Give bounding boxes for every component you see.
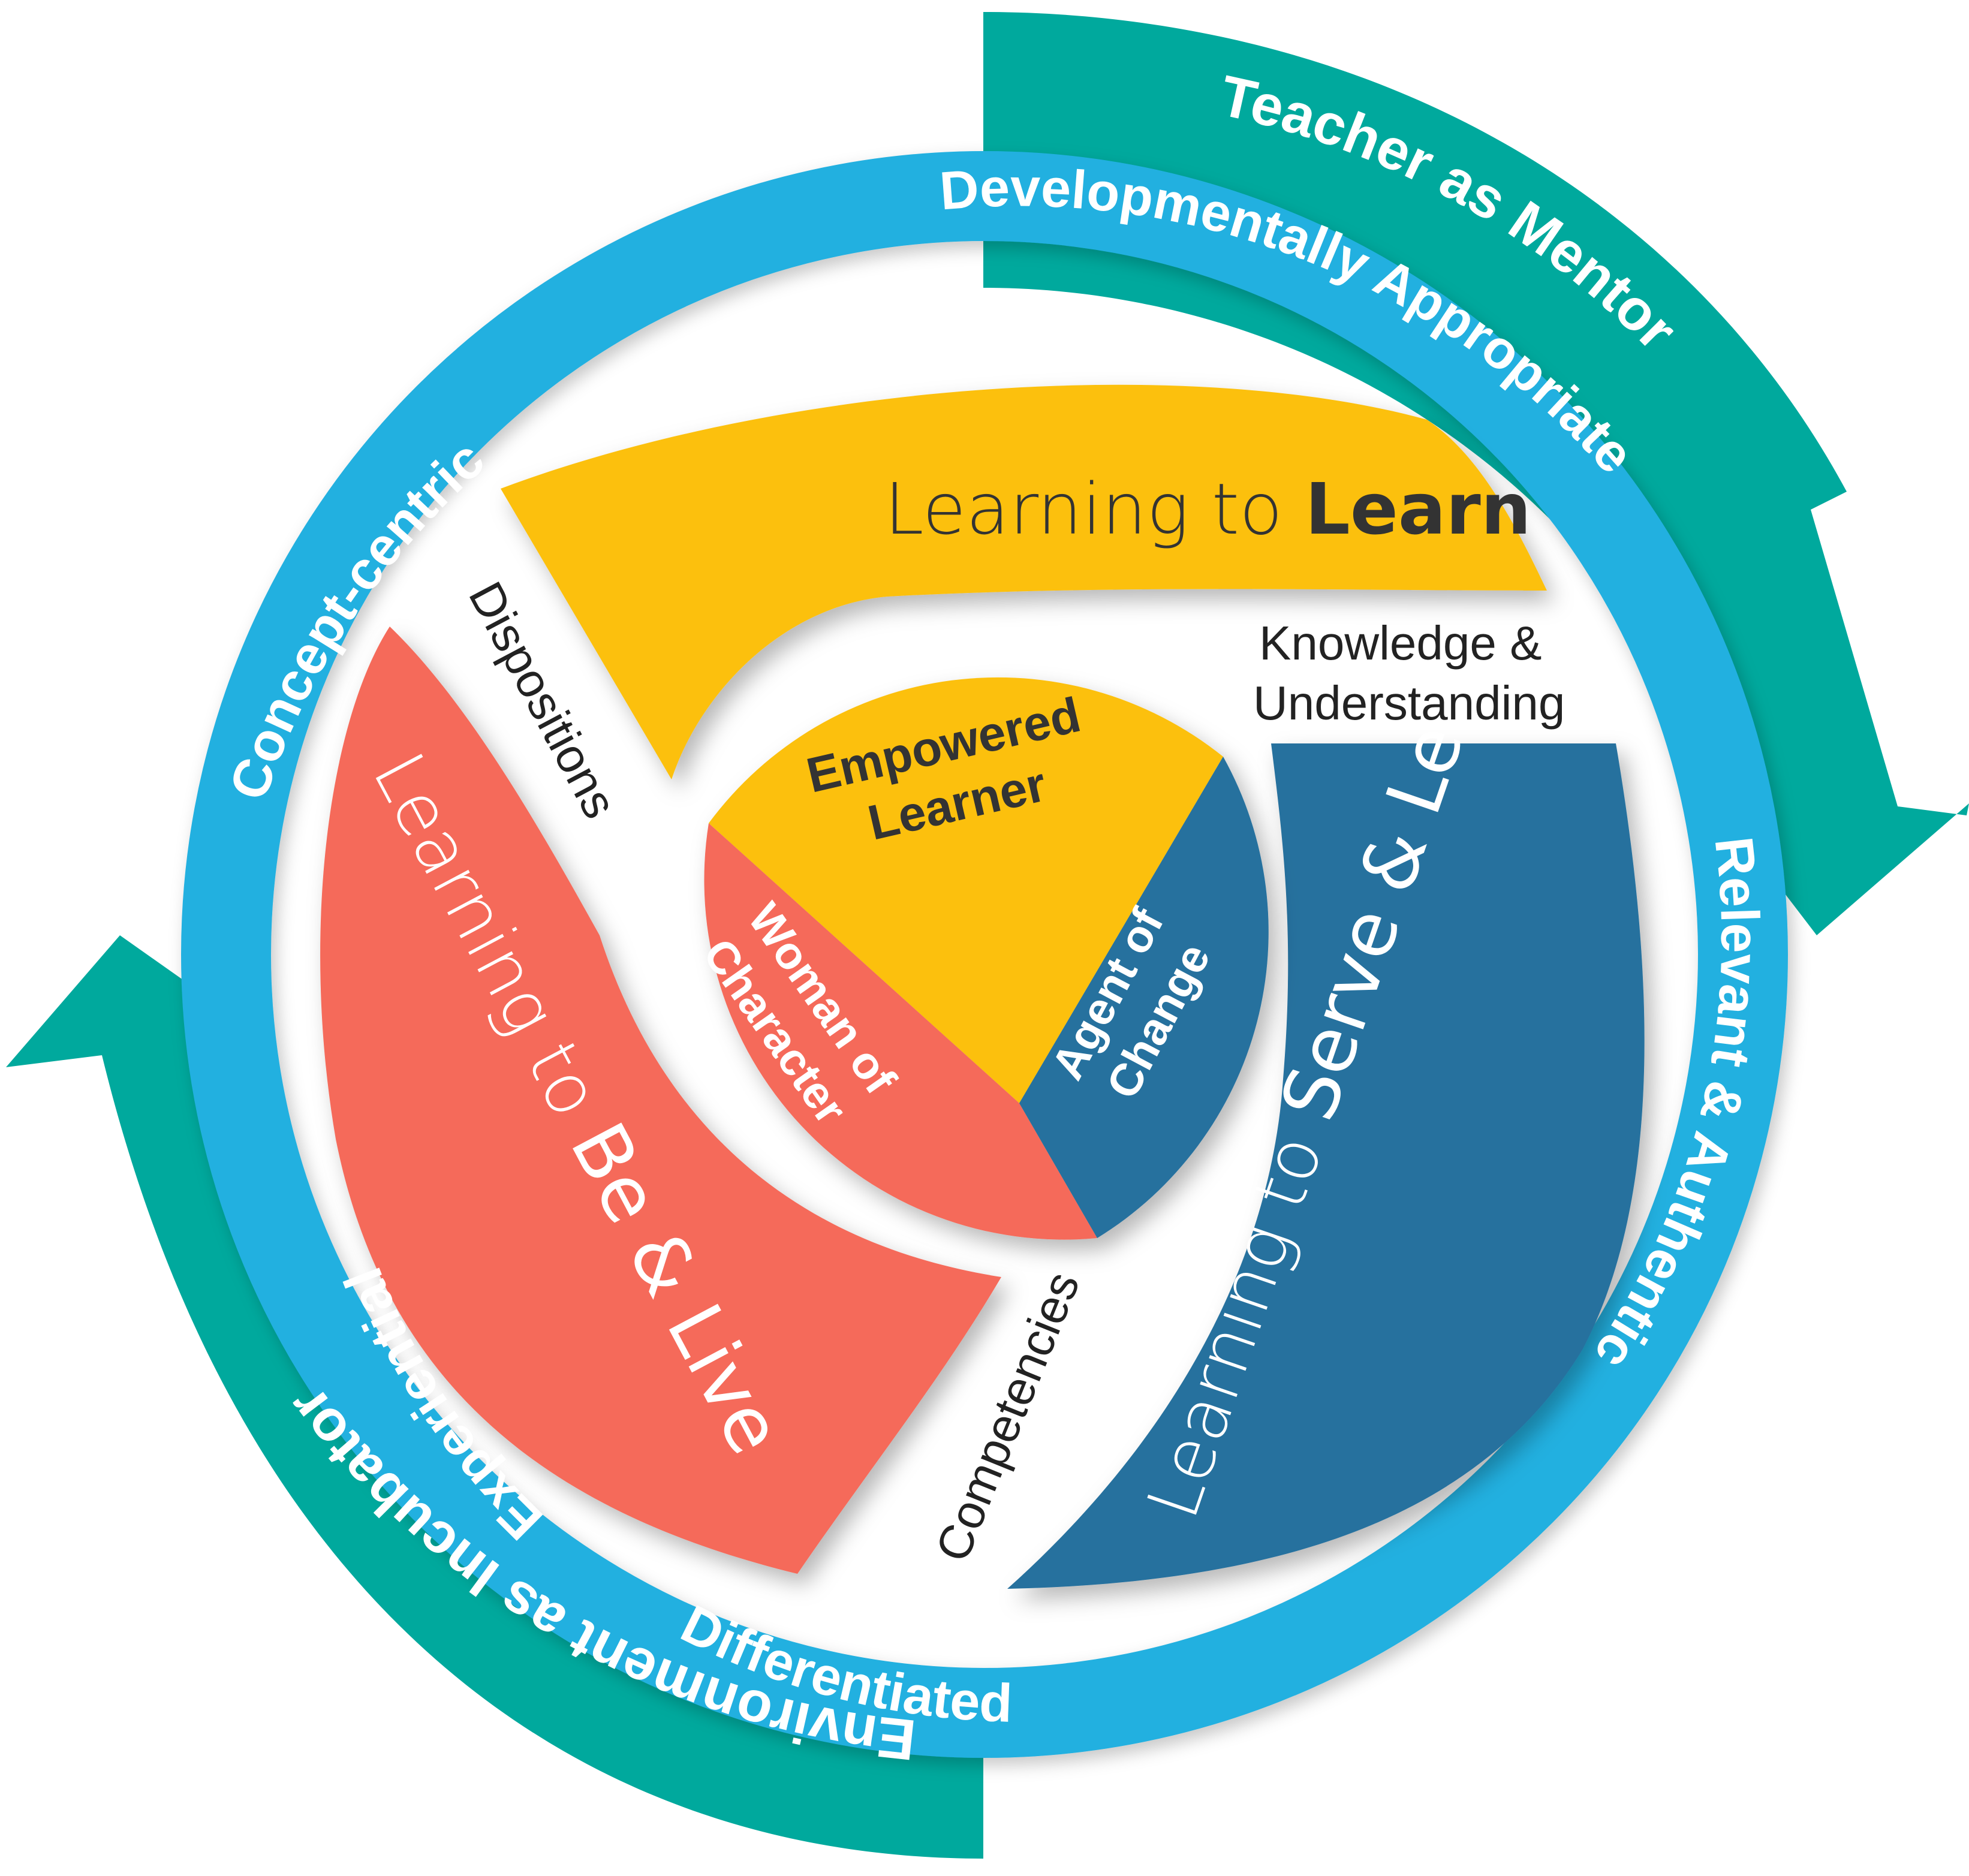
core-circle <box>704 677 1269 1240</box>
teal-arrow-bottom-left <box>6 935 983 1859</box>
sector-learning-to-be-live <box>320 627 1001 1574</box>
sector-learning-to-learn <box>501 384 1547 779</box>
label-knowledge-line2: Understanding <box>1253 676 1565 730</box>
blue-ring <box>181 151 1788 1758</box>
core-woman <box>704 823 1097 1240</box>
sector-learning-to-serve-lead <box>1007 743 1645 1589</box>
core-empowered <box>709 677 1223 1103</box>
label-knowledge-line1: Knowledge & <box>1259 616 1542 670</box>
sector-label-learn: Learning to Learn <box>884 468 1531 550</box>
core-agent <box>1019 757 1269 1238</box>
